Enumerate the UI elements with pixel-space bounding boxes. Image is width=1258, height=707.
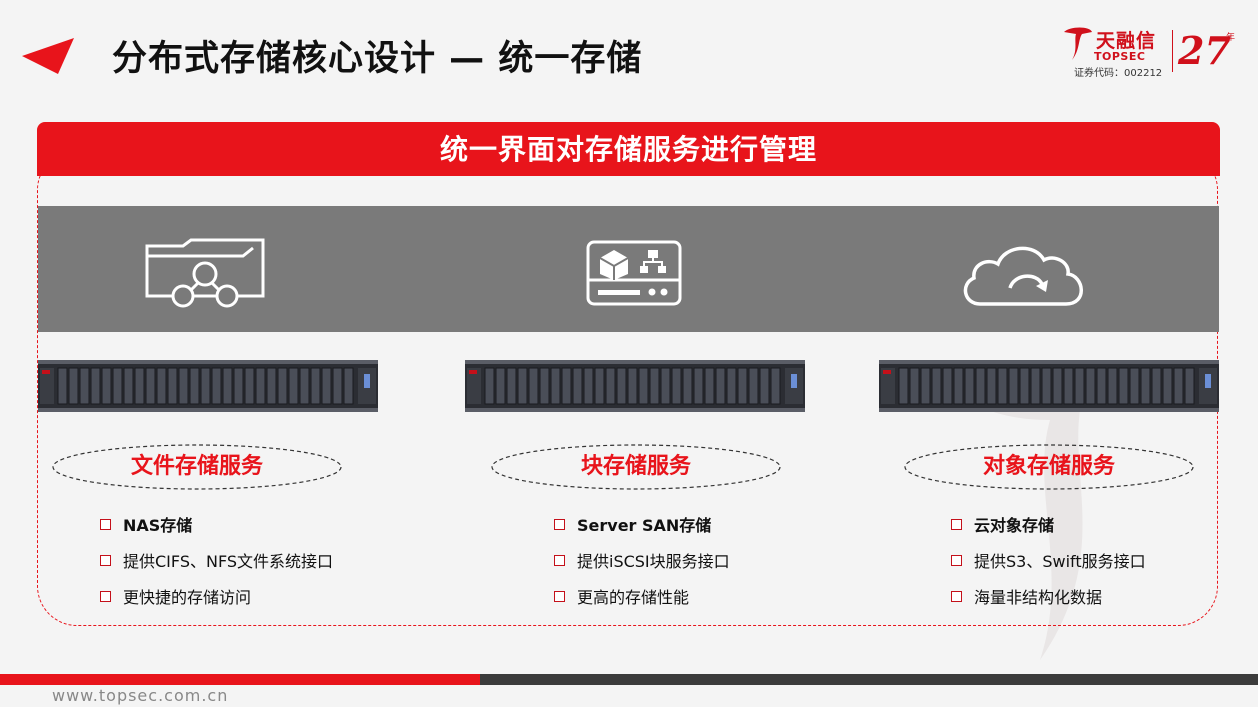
list-item: 提供S3、Swift服务接口 [951, 548, 1146, 584]
cloud-sync-icon [963, 246, 1083, 306]
checkbox-bullet-icon [951, 591, 962, 602]
footer-url: www.topsec.com.cn [52, 686, 229, 705]
stock-code: 证券代码：002212 [1074, 68, 1163, 79]
checkbox-bullet-icon [554, 591, 565, 602]
feature-list-block: Server SAN存储 提供iSCSI块服务接口 更高的存储性能 [554, 512, 730, 620]
storage-server-image [38, 360, 378, 412]
icon-band [38, 206, 1219, 332]
page-title: 分布式存储核心设计 — 统一存储 [112, 39, 643, 79]
checkbox-bullet-icon [100, 591, 111, 602]
brand-en: TOPSEC [1094, 50, 1146, 63]
list-item: NAS存储 [100, 512, 333, 548]
footer-bar-red [0, 674, 480, 685]
brush-watermark-icon [940, 362, 1220, 660]
feature-list-file: NAS存储 提供CIFS、NFS文件系统接口 更快捷的存储访问 [100, 512, 333, 620]
list-item: 更快捷的存储访问 [100, 584, 333, 620]
service-label-file: 文件存储服务 [52, 444, 342, 490]
service-label-block: 块存储服务 [491, 444, 781, 490]
title-arrow-icon [22, 38, 74, 74]
anniversary-suffix: 年 [1226, 33, 1236, 43]
oval-outline [491, 444, 781, 490]
checkbox-bullet-icon [554, 555, 565, 566]
list-item: 提供iSCSI块服务接口 [554, 548, 730, 584]
storage-server-image [465, 360, 805, 412]
list-item: Server SAN存储 [554, 512, 730, 548]
list-item: 提供CIFS、NFS文件系统接口 [100, 548, 333, 584]
footer-bar-dark [480, 674, 1258, 685]
list-item: 海量非结构化数据 [951, 584, 1146, 620]
checkbox-bullet-icon [100, 519, 111, 530]
folder-network-icon [145, 238, 265, 308]
anniversary-number: 27 [1178, 28, 1231, 73]
logo-divider [1172, 30, 1173, 72]
service-label-object: 对象存储服务 [904, 444, 1194, 490]
oval-outline [904, 444, 1194, 490]
block-storage-icon [586, 240, 682, 306]
topsec-logo: 天融信 TOPSEC 证券代码：002212 27 年 [1060, 22, 1240, 82]
service-name: 对象存储服务 [982, 454, 1115, 479]
feature-list-object: 云对象存储 提供S3、Swift服务接口 海量非结构化数据 [951, 512, 1146, 620]
oval-outline [52, 444, 342, 490]
topsec-s-icon [1064, 27, 1092, 60]
service-name: 文件存储服务 [130, 454, 263, 479]
service-name: 块存储服务 [580, 454, 691, 479]
checkbox-bullet-icon [951, 555, 962, 566]
checkbox-bullet-icon [100, 555, 111, 566]
management-banner: 统一界面对存储服务进行管理 [37, 122, 1220, 176]
checkbox-bullet-icon [951, 519, 962, 530]
list-item: 云对象存储 [951, 512, 1146, 548]
brand-cn: 天融信 [1096, 30, 1157, 52]
storage-server-image [879, 360, 1219, 412]
checkbox-bullet-icon [554, 519, 565, 530]
list-item: 更高的存储性能 [554, 584, 730, 620]
